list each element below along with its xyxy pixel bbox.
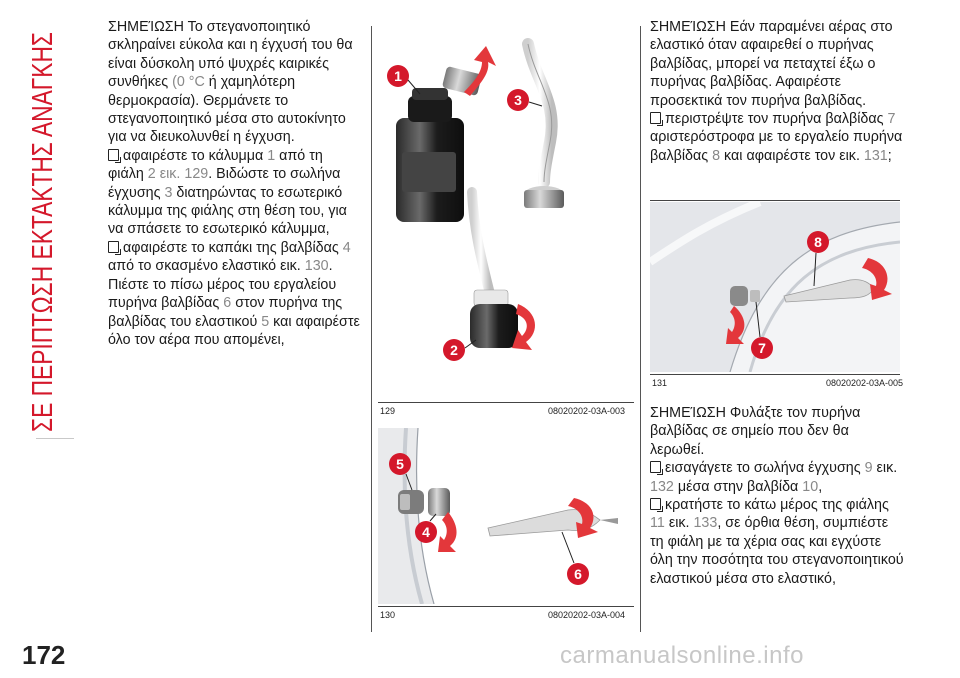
callout-4-badge <box>415 521 437 543</box>
valve-cap <box>428 488 450 516</box>
column-divider-right <box>640 26 641 632</box>
callout-5: 5 <box>396 456 404 472</box>
step-remove-valve-cap: αφαιρέστε το καπάκι της βαλβίδας 4 από τ… <box>108 239 360 348</box>
tube-lower <box>467 187 495 299</box>
checkbox-bullet-icon <box>650 498 663 513</box>
callout-3-badge <box>507 89 529 111</box>
note-residual-air: ΣΗΜΕΊΩΣΗ Εάν παραμένει αέρας στο ελαστικ… <box>650 19 893 109</box>
tire-surface-131 <box>650 202 900 372</box>
callout-7-badge <box>751 337 773 359</box>
figure-129-number: 129 <box>380 406 396 416</box>
watermark: carmanualsonline.info <box>560 642 804 669</box>
figure-131-top-rule <box>650 200 900 201</box>
checkbox-bullet-icon <box>108 240 121 255</box>
rotate-arrow-icon-d <box>726 306 745 344</box>
section-title-text: ΣΕ ΠΕΡΙΠΤΩΣΗ ΕΚΤΑΚΤΗΣ ΑΝΑΓΚΗΣ <box>27 32 59 432</box>
callout-8: 8 <box>814 234 822 250</box>
callout-2: 2 <box>450 342 458 358</box>
figure-131: 8 7 <box>650 202 900 372</box>
page-number: 172 <box>22 640 66 670</box>
figure-130-number: 130 <box>380 610 396 620</box>
rotate-arrow-icon <box>512 304 536 350</box>
callout-1-badge <box>387 65 409 87</box>
figure-131-code: 08020202-03A-005 <box>826 378 904 388</box>
callout-2-badge <box>443 339 465 361</box>
callout-1: 1 <box>394 68 402 84</box>
figure-131-number: 131 <box>652 378 668 388</box>
checkbox-bullet-icon <box>650 461 663 476</box>
callout-6: 6 <box>574 566 582 582</box>
rotate-arrow-icon-c <box>862 258 892 300</box>
rotate-arrow-icon-a <box>438 512 457 552</box>
figure-130-rule <box>378 606 634 607</box>
figure-129-rule <box>378 402 634 403</box>
note-cold-weather: ΣΗΜΕΊΩΣΗ Το στεγανοποιητικό σκληραίνει ε… <box>108 19 353 146</box>
valve-stem-131 <box>730 286 748 306</box>
text-column-right-top: ΣΗΜΕΊΩΣΗ Εάν παραμένει αέρας στο ελαστικ… <box>650 18 904 165</box>
figure-129: 1 3 2 <box>378 32 634 400</box>
column-divider-left <box>371 26 372 632</box>
figure-130: 5 4 6 <box>378 428 634 604</box>
text-column-right-bottom: ΣΗΜΕΊΩΣΗ Φυλάξτε τον πυρήνα βαλβίδας σε … <box>650 404 904 588</box>
figure-131-rule <box>650 374 900 375</box>
step-turn-core: περιστρέψτε τον πυρήνα βαλβίδας 7 αριστε… <box>650 111 903 164</box>
arrow-lift-icon <box>464 46 496 96</box>
callout-4: 4 <box>422 524 430 540</box>
step-squeeze-bottle: κρατήστε το κάτω μέρος της φιάλης 11 εικ… <box>650 497 904 587</box>
injection-tube <box>522 38 558 188</box>
figure-130-code: 08020202-03A-004 <box>548 610 626 620</box>
bottle-body-bottom <box>470 304 518 348</box>
callout-3: 3 <box>514 92 522 108</box>
checkbox-bullet-icon <box>108 148 121 163</box>
checkbox-bullet-icon <box>650 112 663 127</box>
section-title-vertical: ΣΕ ΠΕΡΙΠΤΩΣΗ ΕΚΤΑΚΤΗΣ ΑΝΑΓΚΗΣ <box>6 28 68 432</box>
callout-8-badge <box>807 231 829 253</box>
text-column-left: ΣΗΜΕΊΩΣΗ Το στεγανοποιητικό σκληραίνει ε… <box>108 18 362 349</box>
rotate-arrow-icon-b <box>568 498 598 538</box>
step-insert-tube: εισαγάγετε το σωλήνα έγχυσης 9 εικ. 132 … <box>650 460 898 495</box>
figure-129-code: 08020202-03A-003 <box>548 406 626 416</box>
step-remove-cap: αφαιρέστε το κάλυμμα 1 από τη φιάλη 2 ει… <box>108 147 347 238</box>
callout-6-badge <box>567 563 589 585</box>
callout-5-badge <box>389 453 411 475</box>
note-store-core: ΣΗΜΕΊΩΣΗ Φυλάξτε τον πυρήνα βαλβίδας σε … <box>650 405 861 458</box>
callout-7: 7 <box>758 340 766 356</box>
sidebar-divider <box>36 438 74 439</box>
